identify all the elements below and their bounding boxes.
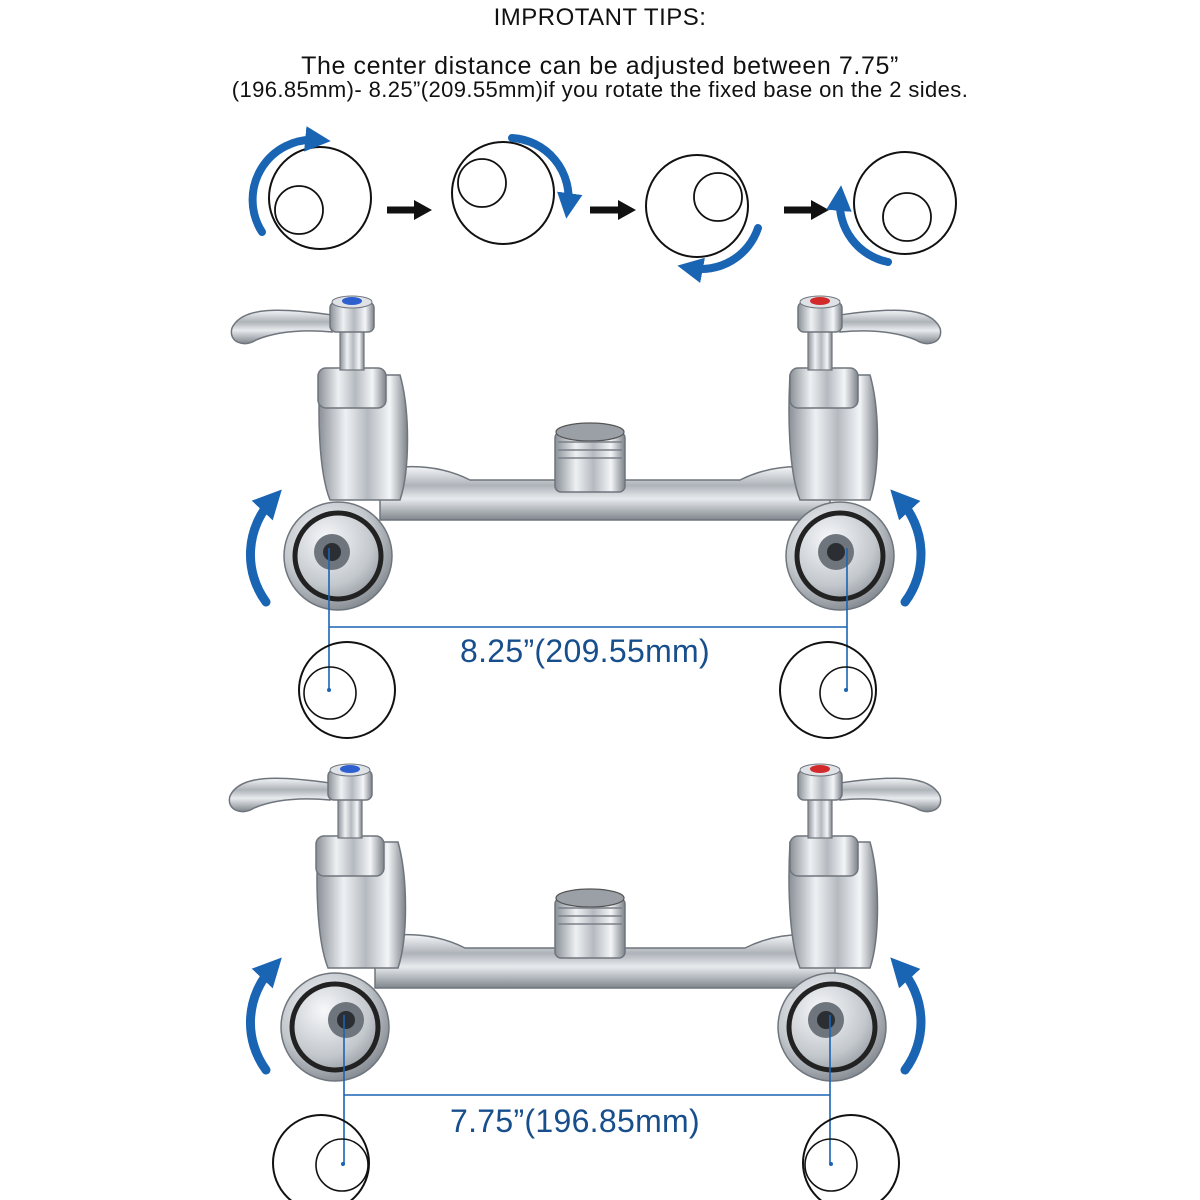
eccentric-base-icon bbox=[451, 134, 583, 245]
next-step-arrow-icon bbox=[618, 200, 636, 220]
eccentric-base-icon bbox=[272, 1114, 370, 1200]
cold-cap-icon bbox=[340, 765, 360, 773]
cold-cap-icon bbox=[342, 297, 362, 305]
hot-cap-icon bbox=[810, 297, 830, 305]
eccentric-base-icon bbox=[826, 151, 957, 266]
right-base bbox=[777, 972, 887, 1082]
eccentric-base-icon bbox=[248, 126, 372, 250]
rotation-arrow-icon bbox=[890, 489, 926, 607]
rotation-arrow-icon bbox=[677, 224, 762, 283]
tip-line-1: The center distance can be adjusted betw… bbox=[301, 52, 899, 80]
rotation-arrow-icon bbox=[248, 126, 331, 236]
page-title: IMPROTANT TIPS: bbox=[493, 4, 707, 31]
rotation-arrow-icon bbox=[890, 957, 926, 1075]
faucet-illustration-wide bbox=[230, 295, 942, 739]
eccentric-base-icon bbox=[779, 641, 877, 739]
next-step-arrow-icon bbox=[811, 200, 829, 220]
tip-line-2: (196.85mm)- 8.25”(209.55mm)if you rotate… bbox=[231, 77, 969, 102]
rotation-arrow-icon bbox=[508, 134, 583, 219]
left-base bbox=[280, 972, 390, 1082]
dimension-label-wide: 8.25”(209.55mm) bbox=[460, 633, 710, 669]
hot-cap-icon bbox=[810, 765, 830, 773]
rotation-sequence bbox=[248, 126, 957, 283]
rotation-arrow-icon bbox=[826, 185, 892, 266]
eccentric-base-icon bbox=[645, 154, 762, 283]
faucet-illustration-narrow bbox=[228, 763, 942, 1200]
right-base bbox=[785, 501, 895, 611]
rotation-arrow-icon bbox=[245, 957, 282, 1075]
eccentric-base-icon bbox=[298, 641, 396, 739]
dimension-label-narrow: 7.75”(196.85mm) bbox=[450, 1103, 700, 1139]
left-base bbox=[283, 501, 393, 611]
eccentric-base-icon bbox=[802, 1114, 900, 1200]
next-step-arrow-icon bbox=[414, 200, 432, 220]
rotation-arrow-icon bbox=[245, 489, 282, 607]
